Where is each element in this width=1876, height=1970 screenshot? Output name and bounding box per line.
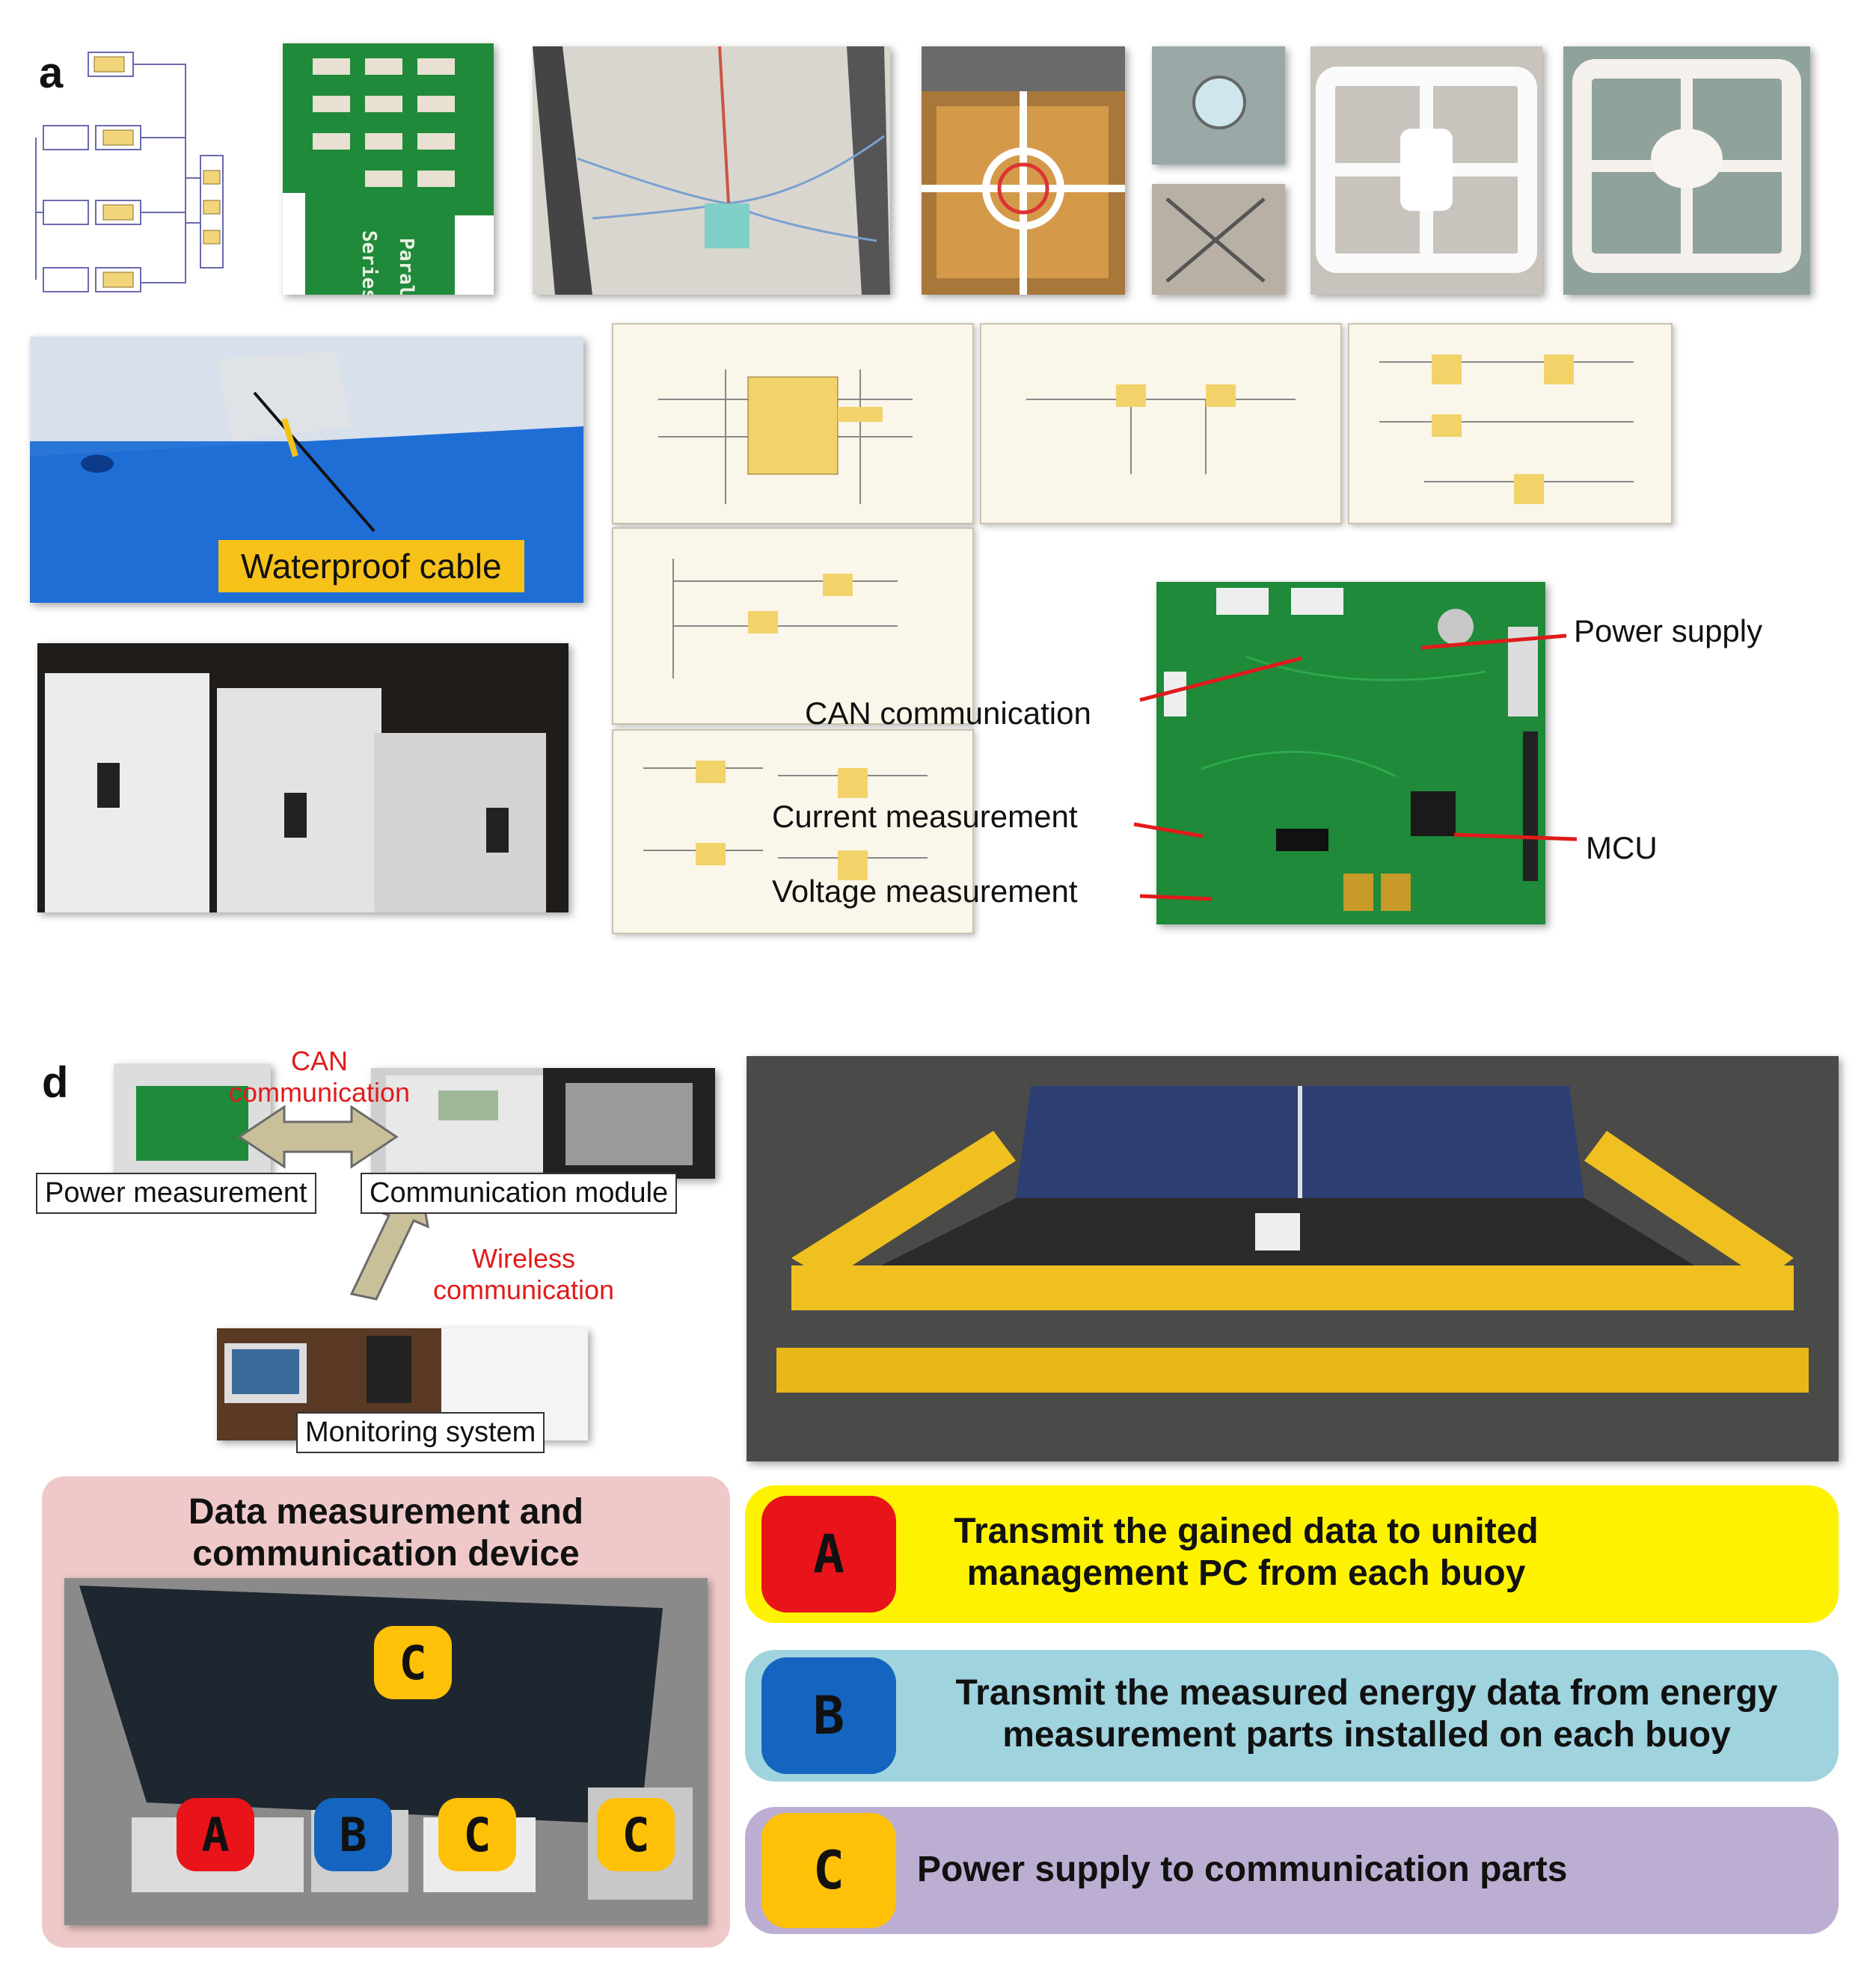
panel-a-wiring-photo bbox=[533, 46, 890, 295]
schematic-measurement bbox=[612, 729, 974, 934]
callout-voltage-measurement: Voltage measurement bbox=[772, 874, 1078, 909]
schematic-regulator bbox=[1348, 323, 1673, 524]
panel-b-drawing-3 bbox=[1165, 197, 1266, 283]
communication-module-photo bbox=[371, 1068, 715, 1179]
panel-a-pcb-photo: Parallel Series bbox=[283, 43, 494, 295]
panel-c-enclosures-drawing bbox=[45, 673, 546, 912]
panel-b-photo-4 bbox=[1311, 46, 1542, 295]
callout-current-measurement: Current measurement bbox=[772, 799, 1078, 834]
schematic-can-drawing bbox=[672, 559, 898, 678]
panel-c-enclosures-photo bbox=[37, 643, 568, 912]
power-measurement-drawing bbox=[136, 1086, 248, 1161]
legend-badge-c: C bbox=[761, 1813, 896, 1928]
legend-text-a: Transmit the gained data to united manag… bbox=[954, 1512, 1539, 1593]
communication-module-drawing bbox=[386, 1068, 715, 1179]
wireless-communication-label: Wireless communication bbox=[432, 1243, 615, 1305]
device-box: Data measurement and communication devic… bbox=[42, 1476, 730, 1948]
wiring-drawing bbox=[533, 46, 890, 295]
panel-c-callout-lines bbox=[1133, 633, 1578, 901]
legend-badge-a: A bbox=[761, 1496, 896, 1612]
power-measurement-photo bbox=[114, 1064, 271, 1179]
monitoring-system-label: Monitoring system bbox=[296, 1412, 545, 1453]
callout-can-communication: CAN communication bbox=[805, 696, 1091, 731]
schematic-drawing bbox=[35, 52, 224, 292]
can-communication-label: CAN communication bbox=[228, 1046, 411, 1108]
schematic-amp bbox=[980, 323, 1342, 524]
panel-c-main-pcb bbox=[1156, 582, 1545, 924]
legend-text-b: Transmit the measured energy data from e… bbox=[955, 1673, 1778, 1755]
schematic-amp-drawing bbox=[1026, 384, 1296, 474]
device-badge-c-panel: C bbox=[374, 1626, 452, 1699]
power-measurement-label: Power measurement bbox=[36, 1173, 316, 1214]
buoy-drawing bbox=[747, 1056, 1839, 1461]
panel-b-drawing-4 bbox=[1316, 67, 1537, 273]
callout-power-supply: Power supply bbox=[1574, 613, 1763, 648]
communication-module-label: Communication module bbox=[361, 1173, 678, 1214]
pcb-drawing bbox=[283, 58, 494, 295]
panel-label-d: d bbox=[42, 1058, 69, 1107]
buoy-photo bbox=[747, 1056, 1839, 1461]
device-badge-a: A bbox=[177, 1798, 254, 1871]
panel-c-box-photo: Waterproof cable bbox=[30, 337, 583, 603]
schematic-regulator-drawing bbox=[1379, 355, 1634, 504]
legend-badge-b: B bbox=[761, 1657, 896, 1774]
schematic-measurement-drawing bbox=[643, 761, 928, 880]
device-badge-c-2: C bbox=[597, 1798, 675, 1871]
schematic-can bbox=[612, 527, 974, 725]
panel-b-photo-3 bbox=[1152, 184, 1285, 295]
panel-b-photo-1 bbox=[922, 46, 1125, 295]
device-badge-b: B bbox=[314, 1798, 392, 1871]
legend-row-c: C Power supply to communication parts bbox=[745, 1807, 1839, 1934]
schematic-mcu bbox=[612, 323, 974, 524]
waterproof-cable-label: Waterproof cable bbox=[218, 540, 524, 592]
panel-b-drawing-2 bbox=[1192, 76, 1246, 129]
device-badge-c-1: C bbox=[438, 1798, 516, 1871]
panel-c-box-drawing bbox=[30, 337, 583, 603]
panel-b-drawing-1 bbox=[922, 46, 1125, 295]
panel-b-drawing-5 bbox=[1572, 59, 1801, 273]
legend-row-a: A Transmit the gained data to united man… bbox=[745, 1485, 1839, 1623]
panel-b-photo-5 bbox=[1563, 46, 1810, 295]
device-title: Data measurement and communication devic… bbox=[188, 1492, 584, 1574]
schematic-mcu-drawing bbox=[658, 369, 913, 504]
panel-label-a: a bbox=[39, 49, 64, 97]
panel-a-schematic bbox=[28, 43, 245, 298]
panel-b-photo-2 bbox=[1152, 46, 1285, 165]
callout-mcu: MCU bbox=[1586, 830, 1658, 865]
main-pcb-drawing bbox=[1164, 588, 1538, 911]
legend-row-b: B Transmit the measured energy data from… bbox=[745, 1650, 1839, 1782]
legend-text-c: Power supply to communication parts bbox=[917, 1850, 1568, 1889]
